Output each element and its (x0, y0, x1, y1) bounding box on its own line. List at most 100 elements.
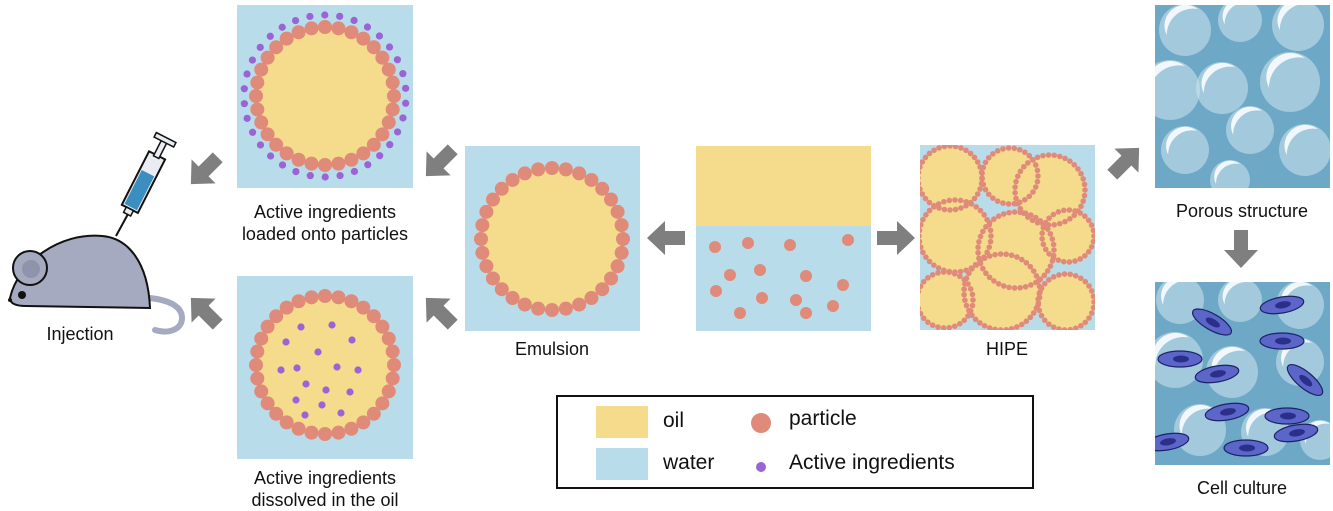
pore (1272, 5, 1324, 51)
particle (1056, 220, 1063, 227)
particle (992, 326, 998, 330)
particle (1075, 166, 1081, 172)
porous-structure-label: Porous structure (1175, 201, 1309, 221)
particle (1044, 226, 1051, 232)
particle (967, 150, 974, 157)
particle (375, 50, 390, 65)
particle (936, 145, 942, 151)
particle (269, 137, 284, 152)
particle (1014, 254, 1020, 260)
particle (920, 310, 924, 317)
particle (595, 282, 610, 297)
particle (952, 206, 959, 213)
oil-droplet (964, 254, 1040, 330)
particle (920, 186, 923, 192)
particle (961, 286, 967, 293)
particle (987, 227, 994, 234)
arrow-icon (647, 221, 685, 255)
particle (963, 202, 969, 209)
particle (975, 249, 981, 256)
particle (1022, 149, 1028, 156)
particle (558, 162, 573, 177)
particle (784, 239, 796, 251)
particle (304, 425, 319, 440)
active-ingredient-dot (376, 152, 384, 160)
active-ingredient-dot (266, 152, 275, 160)
particle (254, 384, 269, 399)
particle (260, 396, 275, 411)
particle (318, 158, 332, 172)
particle (1041, 280, 1048, 287)
particle (1081, 181, 1088, 188)
particle (1003, 251, 1009, 258)
particle (485, 192, 500, 207)
particle (260, 319, 275, 334)
particle (922, 195, 929, 202)
active-ingredient-dot (243, 114, 251, 122)
particle (1015, 200, 1021, 207)
particle (279, 146, 294, 161)
particle (929, 272, 936, 278)
particle (970, 297, 976, 303)
particle (931, 204, 937, 210)
particle (249, 89, 263, 103)
particle (269, 309, 284, 324)
particle (1029, 156, 1036, 163)
particle (610, 204, 625, 219)
active-ingredient-dot (402, 84, 410, 92)
cell-icon (1259, 332, 1305, 350)
particle (344, 421, 359, 436)
particle (1061, 327, 1068, 330)
particle (1038, 285, 1045, 292)
particle (920, 306, 922, 311)
particle (935, 201, 942, 207)
active-ingredient-dot (346, 388, 354, 396)
particle (1006, 209, 1012, 216)
particle (1072, 258, 1078, 264)
active-ingredient-dot (318, 401, 326, 409)
particle (318, 20, 332, 34)
particle (1014, 324, 1020, 330)
particle (344, 152, 359, 167)
particle (545, 303, 559, 317)
arrow-icon (190, 297, 223, 330)
particle (366, 309, 381, 324)
particle (1042, 219, 1049, 226)
cell-nucleus (1173, 355, 1189, 363)
particle (926, 199, 933, 206)
oil-water-panel (696, 146, 871, 331)
particle (1028, 212, 1034, 218)
active-ingredient-dot (240, 100, 248, 108)
particle (1032, 162, 1039, 168)
active-ingredient-dot (399, 70, 407, 78)
cell-nucleus (1220, 408, 1236, 416)
particle (1025, 160, 1031, 166)
particle (1022, 196, 1028, 203)
active-ingredient-dot (266, 32, 274, 40)
pore-highlight (1155, 60, 1185, 78)
particle-ring (474, 161, 630, 317)
pore-highlight (1277, 5, 1298, 31)
particle (304, 156, 319, 171)
particle (331, 425, 346, 440)
particle (1022, 210, 1029, 217)
particle (951, 270, 958, 277)
loaded-label-line2: loaded onto particles (241, 224, 409, 244)
particle (381, 384, 396, 399)
particle (920, 227, 923, 234)
cell-icon (1273, 423, 1319, 443)
oil-droplet (1038, 274, 1094, 330)
particle (344, 25, 359, 40)
dispersed-particles (709, 234, 854, 319)
pore (1218, 282, 1262, 322)
arrow-icon (425, 297, 458, 330)
particle (983, 223, 989, 230)
particle (709, 241, 721, 253)
dissolved-label-line1: Active ingredients (253, 468, 397, 488)
particle (995, 213, 1002, 220)
particle (250, 102, 265, 117)
arrow-icon (425, 144, 458, 177)
particle (1018, 256, 1025, 263)
particle (922, 154, 929, 161)
particle (941, 198, 947, 205)
